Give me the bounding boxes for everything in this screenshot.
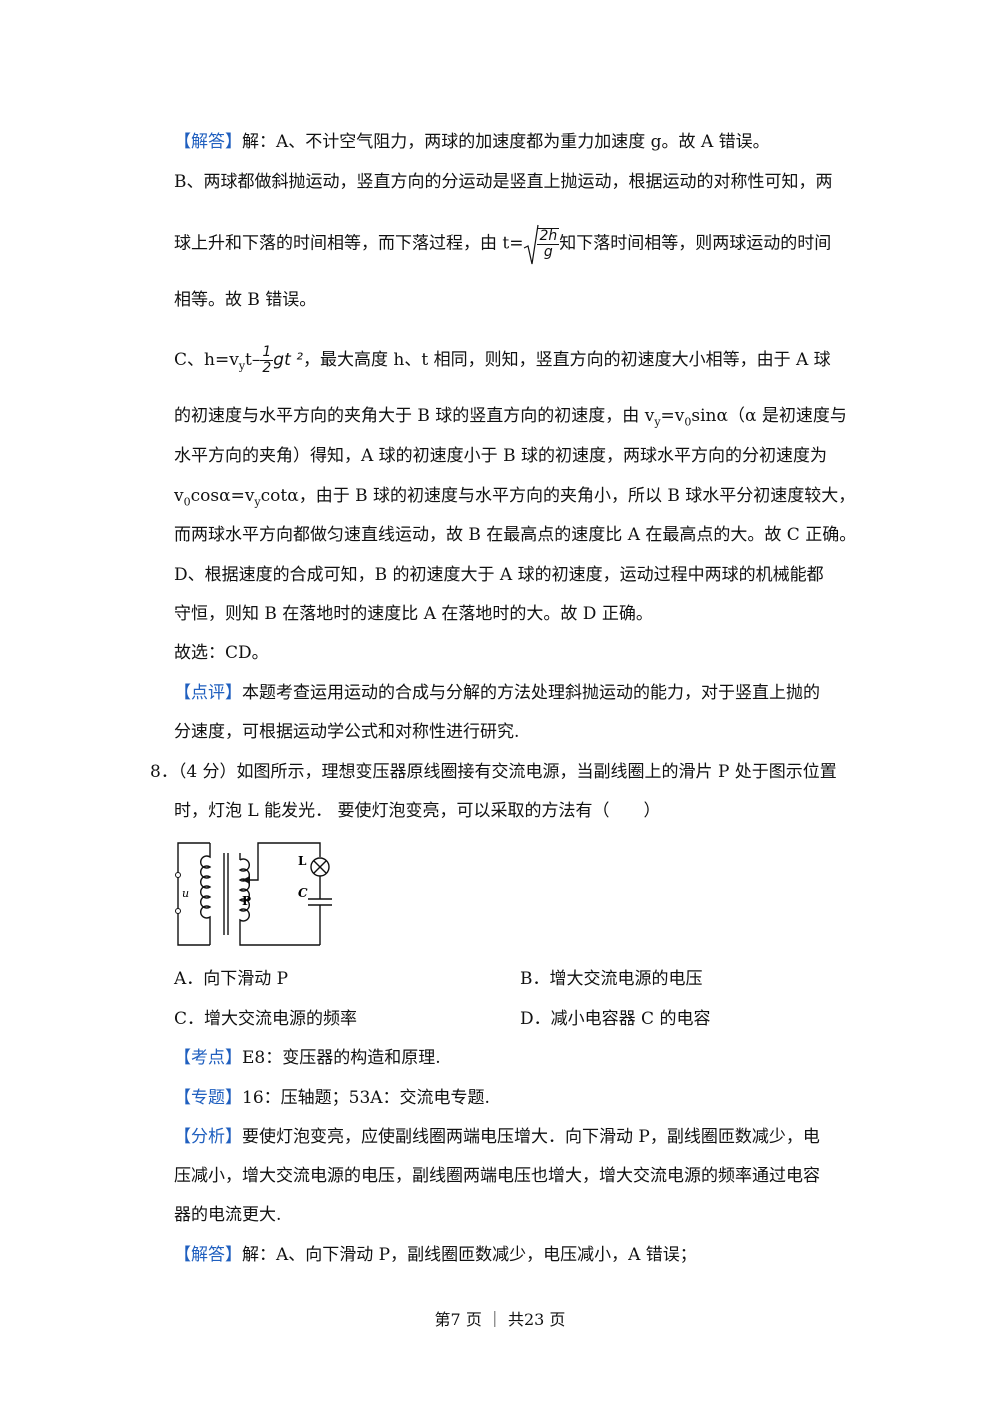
option-c: C．增大交流电源的频率 [174,1009,358,1029]
answer-tag: 【解答】 [174,132,242,152]
label-p: P [242,894,251,908]
answer-p6: 的初速度与水平方向的夹角大于 B 球的竖直方向的初速度，由 vy=v0sinα（… [174,406,847,429]
label-c: C [298,886,308,900]
question-number: 8． [150,762,178,782]
kaodian-line: 【考点】E8：变压器的构造和原理. [174,1048,441,1068]
option-a: A．向下滑动 P [174,969,289,989]
answer-p2: B、两球都做斜抛运动，竖直方向的分运动是竖直上抛运动，根据运动的对称性可知，两 [174,172,833,192]
comment-p14: 分速度，可根据运动学公式和对称性进行研究. [174,722,520,742]
fenxi-line1: 【分析】要使灯泡变亮，应使副线圈两端电压增大．向下滑动 P，副线圈匝数减少，电 [174,1127,820,1147]
question-line2: 时，灯泡 L 能发光． 要使灯泡变亮，可以采取的方法有（ ） [174,801,661,821]
fenxi-line3: 器的电流更大. [174,1205,282,1225]
answer-p9: 而两球水平方向都做匀速直线运动，故 B 在最高点的速度比 A 在最高点的大。故 … [174,525,857,545]
jieda-tag: 【解答】 [174,1245,242,1265]
answer-p11: 守恒，则知 B 在落地时的速度比 A 在落地时的大。故 D 正确。 [174,604,653,624]
jieda-line: 【解答】解：A、向下滑动 P，副线圈匝数减少，电压减小，A 错误； [174,1245,697,1265]
option-b: B．增大交流电源的电压 [520,969,703,989]
fenxi-line2: 压减小，增大交流电源的电压，副线圈两端电压也增大，增大交流电源的频率通过电容 [174,1166,820,1186]
label-l: L [298,854,307,868]
zhuanti-tag: 【专题】 [174,1088,242,1108]
question-line1: 8．（4 分）如图所示，理想变压器原线圈接有交流电源，当副线圈上的滑片 P 处于… [150,762,837,782]
comment-p13: 【点评】本题考查运用运动的合成与分解的方法处理斜抛运动的能力，对于竖直上抛的 [174,683,820,703]
kaodian-tag: 【考点】 [174,1048,242,1068]
option-d: D．减小电容器 C 的电容 [520,1009,711,1029]
zhuanti-line: 【专题】16：压轴题；53A：交流电专题. [174,1088,490,1108]
label-u: u [182,887,189,900]
transformer-circuit-figure: u P L C [175,842,332,946]
fenxi-tag: 【分析】 [174,1127,242,1147]
comment-tag: 【点评】 [174,683,242,703]
answer-p10: D、根据速度的合成可知，B 的初速度大于 A 球的初速度，运动过程中两球的机械能… [174,565,824,585]
answer-p4: 相等。故 B 错误。 [174,290,317,310]
page-footer: 第7 页 ｜ 共23 页 [434,1310,566,1329]
answer-p7: 水平方向的夹角）得知，A 球的初速度小于 B 球的初速度，两球水平方向的分初速度… [174,446,827,466]
answer-p12: 故选：CD。 [174,643,269,663]
answer-p8: v0cosα=vycotα，由于 B 球的初速度与水平方向的夹角小，所以 B 球… [174,486,856,509]
answer-p1: 【解答】解：A、不计空气阻力，两球的加速度都为重力加速度 g。故 A 错误。 [174,132,770,152]
